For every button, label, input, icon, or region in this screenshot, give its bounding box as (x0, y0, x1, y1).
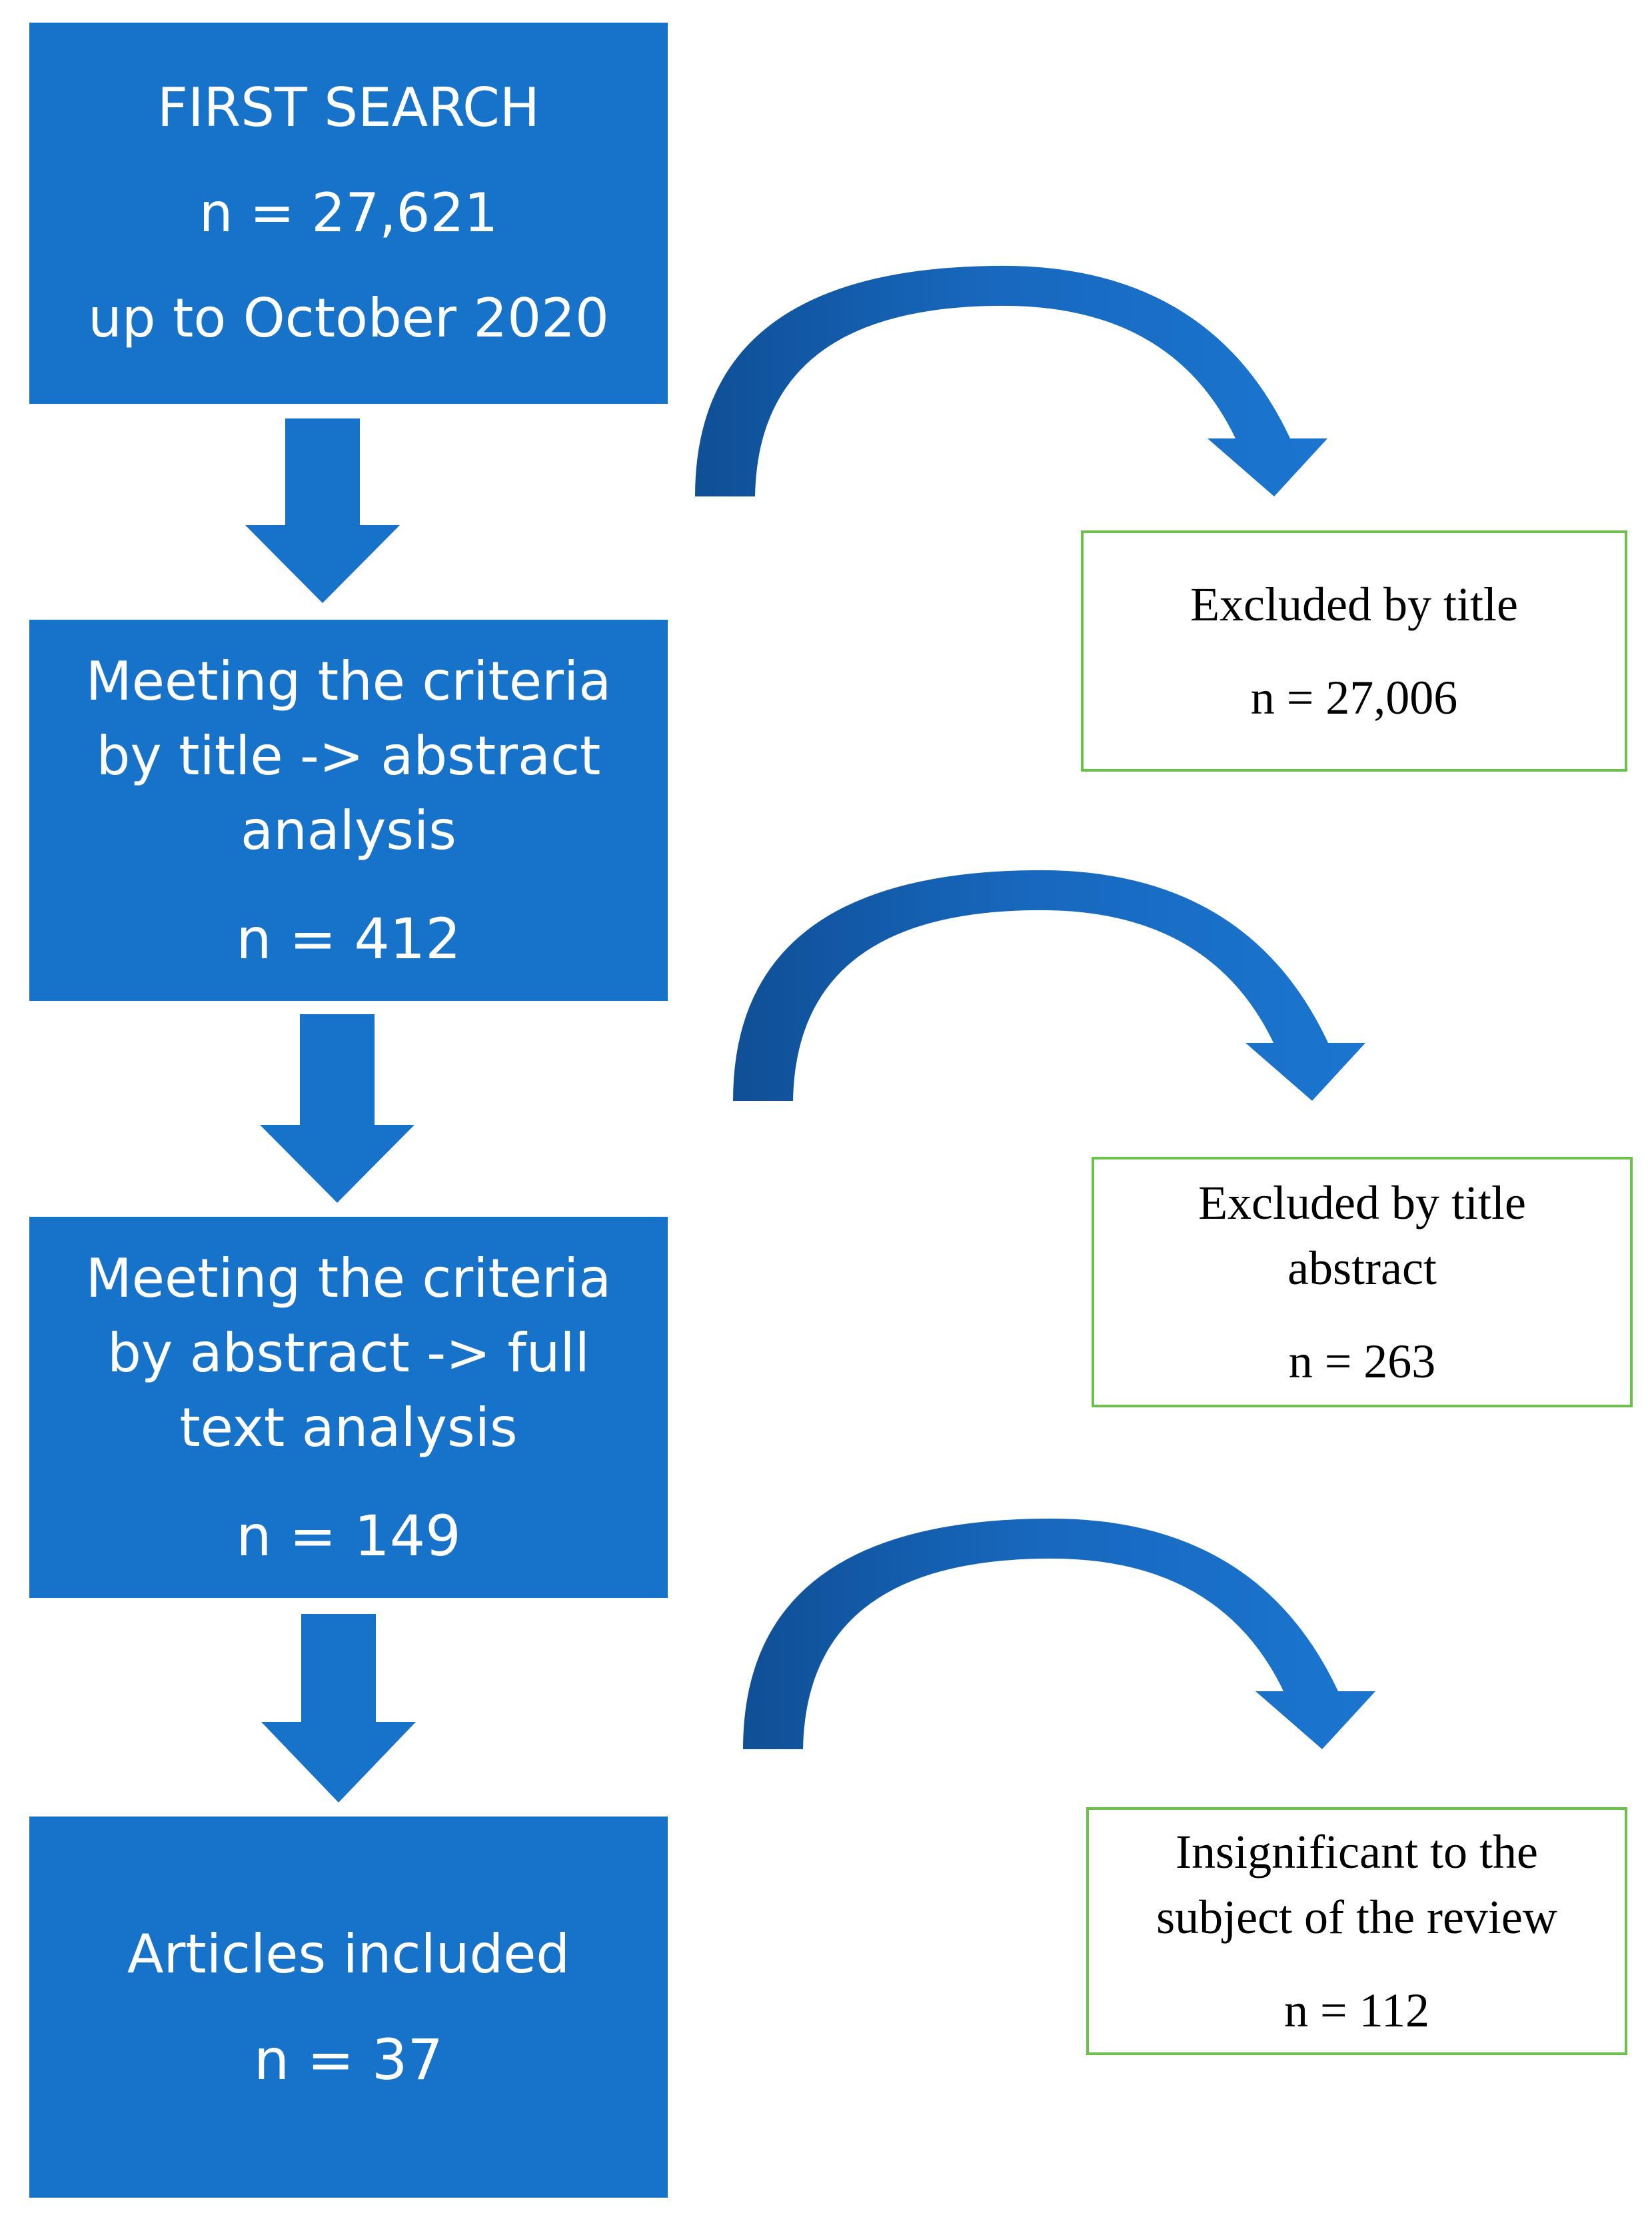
step-box-title-screening: Meeting the criteria by title -> abstrac… (29, 620, 668, 1001)
exclusion-box-title: Excluded by title n = 27,006 (1081, 530, 1627, 772)
step-line: Articles included (127, 1923, 570, 1985)
step-count: n = 27,621 (199, 182, 498, 244)
curved-arrow-1 (695, 265, 1327, 496)
step-line: text analysis (179, 1397, 518, 1459)
step-line: FIRST SEARCH (157, 77, 540, 139)
down-arrow-1 (245, 418, 400, 603)
step-box-abstract-screening: Meeting the criteria by abstract -> full… (29, 1217, 668, 1598)
step-box-articles-included: Articles included n = 37 (29, 1817, 668, 2198)
step-line: Meeting the criteria (85, 1247, 612, 1309)
step-line: up to October 2020 (88, 287, 609, 349)
step-count: n = 412 (236, 906, 461, 972)
step-line: by abstract -> full (107, 1322, 590, 1384)
exclusion-count: n = 27,006 (1250, 671, 1458, 724)
exclusion-label: Excluded by title (1198, 1176, 1526, 1229)
step-line: by title -> abstract (96, 725, 601, 787)
down-arrow-2 (260, 1014, 414, 1203)
step-count: n = 149 (236, 1503, 461, 1569)
curved-arrow-3 (743, 1518, 1375, 1749)
step-line: Meeting the criteria (85, 650, 612, 712)
exclusion-count: n = 112 (1284, 1984, 1429, 2037)
down-arrow-3 (261, 1614, 416, 1803)
step-box-first-search: FIRST SEARCH n = 27,621 up to October 20… (29, 23, 668, 404)
exclusion-label: Excluded by title (1190, 578, 1518, 631)
curved-arrow-2 (733, 870, 1365, 1101)
step-count: n = 37 (254, 2027, 443, 2092)
exclusion-label: abstract (1287, 1241, 1437, 1295)
exclusion-count: n = 263 (1288, 1335, 1436, 1388)
exclusion-label: subject of the review (1156, 1890, 1557, 1944)
exclusion-box-insignificant: Insignificant to the subject of the revi… (1086, 1807, 1627, 2055)
exclusion-label: Insignificant to the (1176, 1825, 1538, 1878)
step-line: analysis (241, 800, 456, 862)
exclusion-box-abstract: Excluded by title abstract n = 263 (1092, 1157, 1633, 1407)
